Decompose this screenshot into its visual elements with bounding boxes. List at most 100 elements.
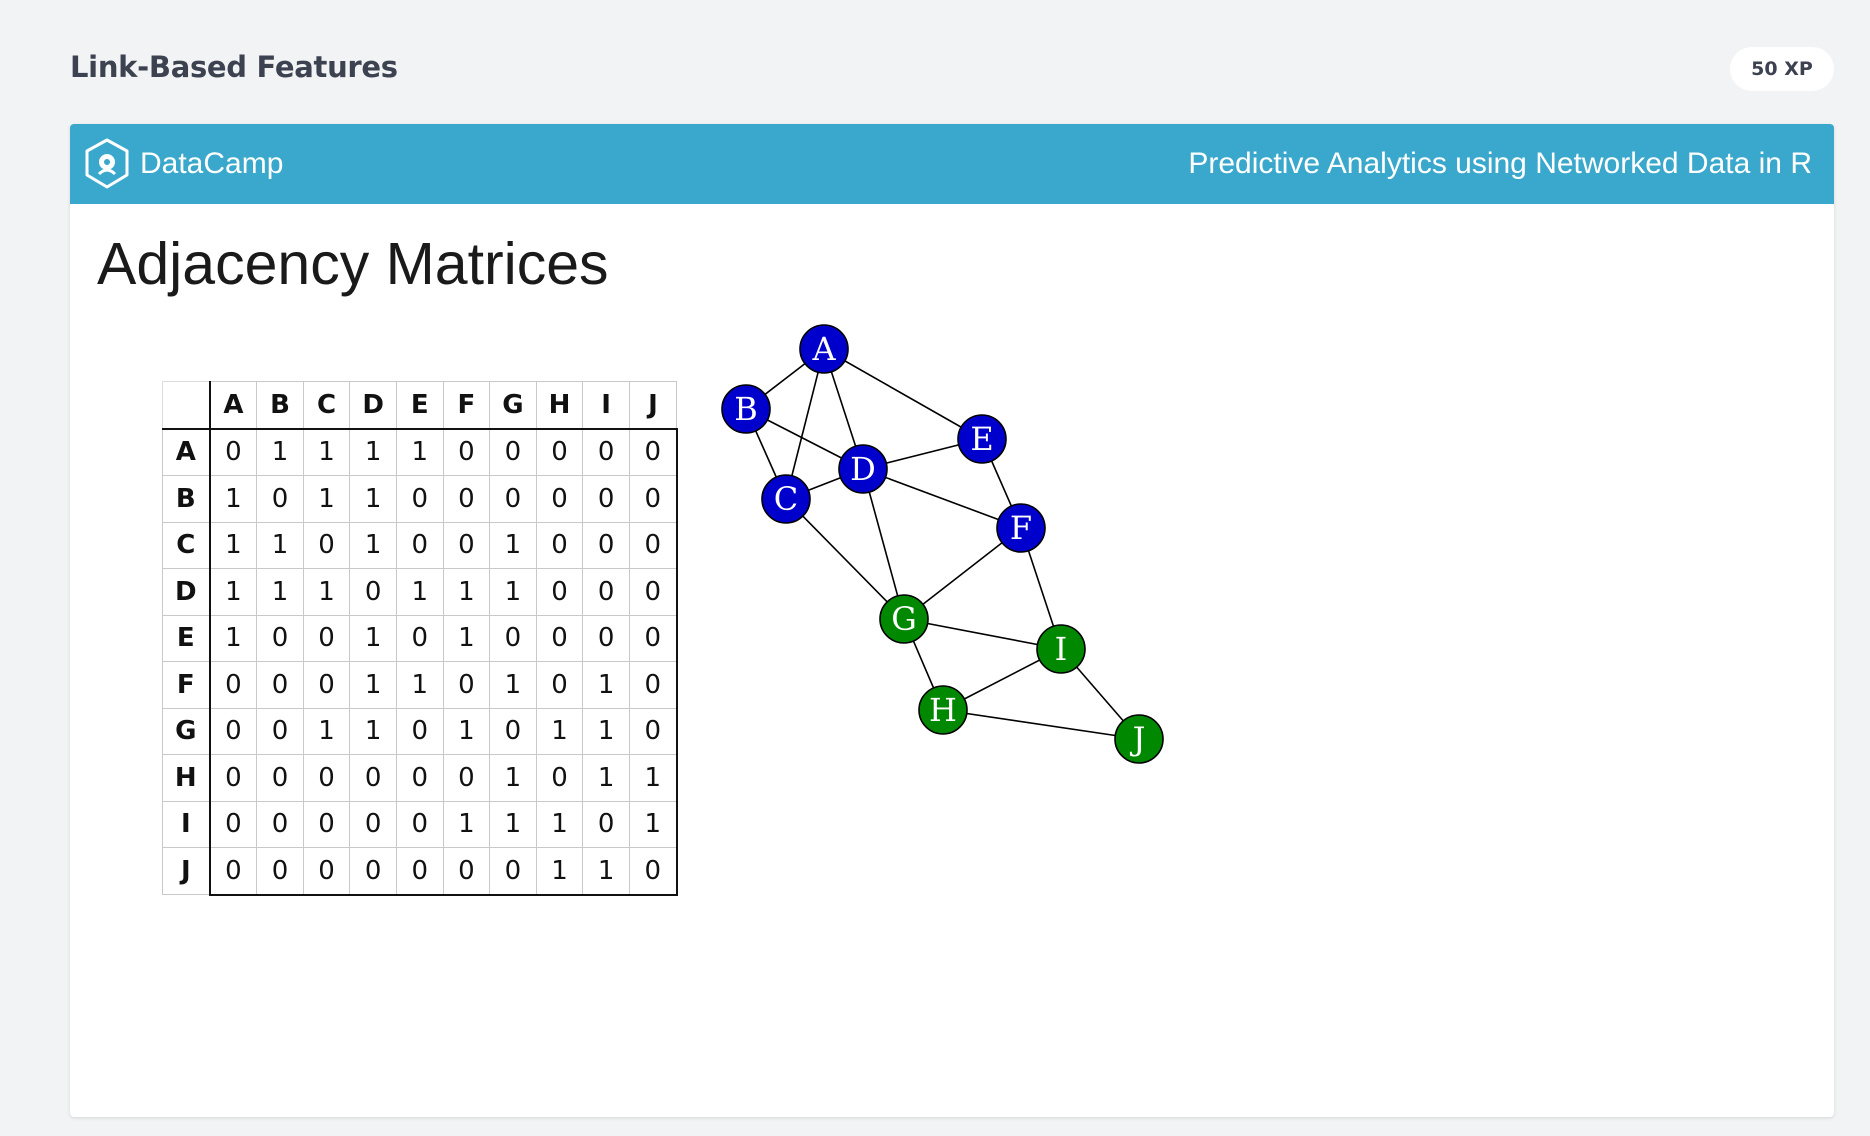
graph-node-circle	[879, 594, 929, 644]
matrix-cell: 1	[582, 707, 630, 755]
matrix-cell: 1	[349, 475, 397, 523]
graph-edge-D-F	[862, 468, 1022, 529]
matrix-cell: 1	[349, 428, 397, 476]
matrix-cell: 0	[302, 754, 351, 802]
matrix-cell: 0	[582, 521, 630, 569]
matrix-cell: 1	[209, 568, 258, 616]
matrix-cell: 0	[209, 707, 258, 755]
graph-edge-G-I	[903, 618, 1062, 650]
matrix-col-header: E	[395, 381, 444, 430]
matrix-row-header: C	[161, 521, 211, 569]
matrix-cell: 0	[489, 614, 537, 662]
matrix-cell: 0	[209, 800, 258, 848]
graph-edges	[745, 348, 1140, 740]
matrix-cell: 1	[582, 754, 630, 802]
graph-node-D: D	[838, 444, 888, 494]
course-title: Predictive Analytics using Networked Dat…	[1188, 147, 1812, 180]
matrix-cell: 0	[442, 661, 491, 709]
graph-node-label: A	[811, 330, 836, 368]
matrix-cell: 1	[395, 568, 444, 616]
matrix-cell: 1	[209, 521, 258, 569]
graph-node-circle	[799, 324, 849, 374]
matrix-cell: 0	[442, 428, 491, 476]
matrix-cell: 1	[395, 661, 444, 709]
graph-node-circle	[957, 414, 1007, 464]
matrix-cell: 0	[256, 707, 304, 755]
slide-heading: Adjacency Matrices	[97, 231, 609, 297]
graph-node-label: B	[734, 390, 758, 428]
matrix-col-header: G	[489, 381, 537, 430]
graph-node-label: H	[929, 691, 957, 729]
matrix-cell: 0	[535, 428, 584, 476]
graph-node-circle	[721, 384, 771, 434]
matrix-cell: 1	[535, 847, 584, 896]
graph-edge-A-E	[823, 348, 983, 440]
graph-node-label: G	[891, 600, 917, 638]
matrix-row-header: J	[161, 847, 211, 895]
matrix-cell: 0	[256, 661, 304, 709]
matrix-cell: 0	[256, 754, 304, 802]
matrix-col-header: B	[256, 381, 304, 430]
datacamp-logo-icon	[85, 138, 129, 189]
exercise-title: Link-Based Features	[70, 50, 398, 84]
graph-node-label: F	[1010, 509, 1032, 547]
matrix-cell: 0	[628, 428, 678, 476]
matrix-col-header: J	[628, 381, 678, 430]
matrix-row-header: E	[161, 614, 211, 662]
matrix-cell: 1	[628, 754, 678, 802]
matrix-cell: 1	[442, 707, 491, 755]
graph-node-E: E	[957, 414, 1007, 464]
graph-node-circle	[918, 685, 968, 735]
matrix-cell: 0	[442, 475, 491, 523]
graph-node-G: G	[879, 594, 929, 644]
matrix-row-header: D	[161, 568, 211, 616]
matrix-cell: 1	[535, 707, 584, 755]
graph-node-circle	[996, 503, 1046, 553]
matrix-cell: 1	[349, 521, 397, 569]
matrix-cell: 0	[535, 475, 584, 523]
matrix-cell: 1	[535, 800, 584, 848]
graph-edge-A-C	[785, 348, 825, 500]
xp-badge: 50 XP	[1730, 47, 1834, 91]
network-graph: A B C D E F G H I J	[721, 324, 1164, 764]
matrix-cell: 0	[256, 800, 304, 848]
matrix-cell: 0	[209, 661, 258, 709]
graph-node-I: I	[1036, 624, 1086, 674]
matrix-row-header: H	[161, 754, 211, 802]
matrix-cell: 0	[489, 707, 537, 755]
matrix-cell: 1	[302, 428, 351, 476]
brand: DataCamp	[84, 138, 283, 190]
matrix-cell: 1	[442, 800, 491, 848]
graph-node-label: C	[774, 480, 798, 518]
graph-edge-D-G	[862, 468, 905, 620]
matrix-cell: 0	[628, 661, 678, 709]
matrix-cell: 0	[209, 847, 258, 896]
matrix-cell: 1	[489, 754, 537, 802]
matrix-cell: 0	[442, 847, 491, 896]
graph-node-circle	[1036, 624, 1086, 674]
matrix-cell: 0	[302, 847, 351, 896]
matrix-col-header: A	[209, 381, 258, 430]
matrix-cell: 1	[209, 475, 258, 523]
matrix-cell: 0	[256, 475, 304, 523]
matrix-row-header: G	[161, 707, 211, 755]
brand-name: DataCamp	[140, 147, 284, 180]
matrix-cell: 0	[395, 800, 444, 848]
graph-node-J: J	[1114, 714, 1164, 764]
graph-node-label: J	[1130, 720, 1146, 758]
matrix-cell: 0	[582, 428, 630, 476]
graph-edge-H-J	[942, 709, 1140, 740]
matrix-cell: 0	[395, 521, 444, 569]
graph-node-H: H	[918, 685, 968, 735]
matrix-cell: 0	[535, 661, 584, 709]
matrix-cell: 0	[395, 847, 444, 896]
matrix-cell: 0	[209, 754, 258, 802]
matrix-cell: 1	[349, 614, 397, 662]
graph-node-circle	[1114, 714, 1164, 764]
matrix-cell: 0	[582, 614, 630, 662]
